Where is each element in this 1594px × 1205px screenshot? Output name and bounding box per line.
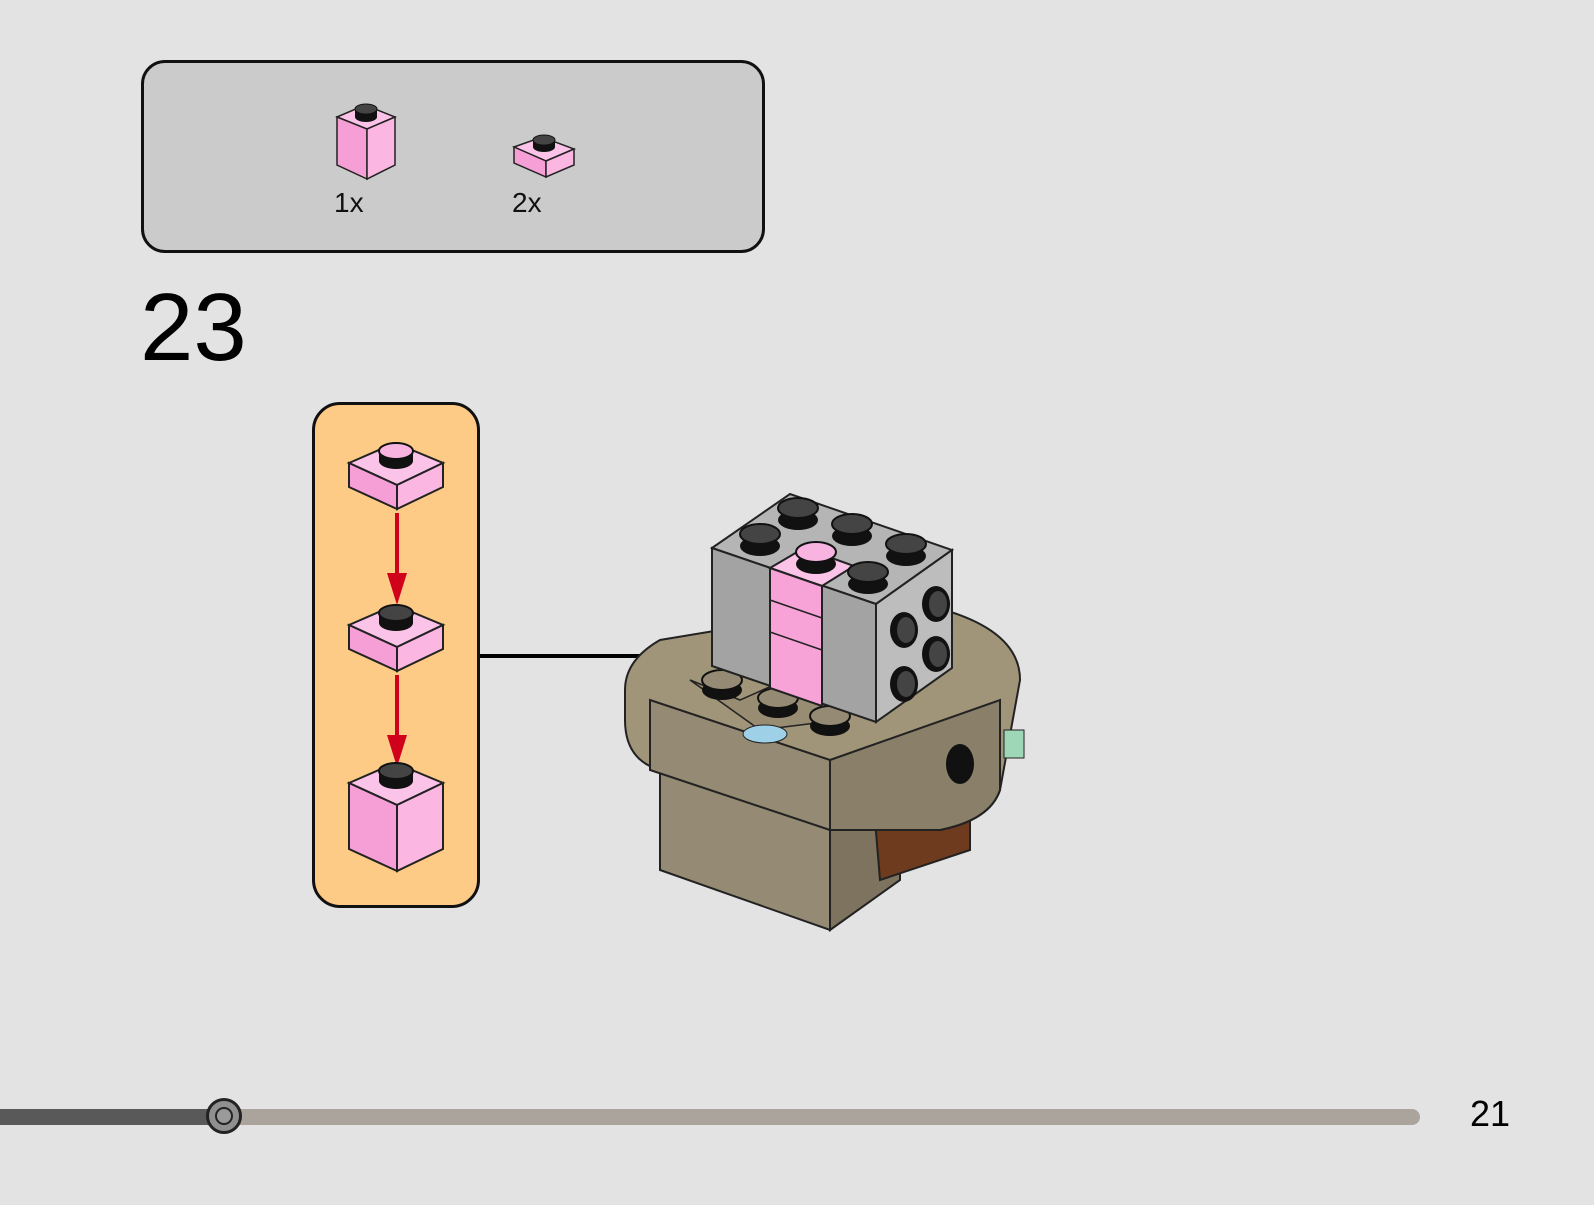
pink-plate-1x1-icon — [346, 441, 446, 511]
tan-studs — [701, 669, 974, 784]
part-qty-plate: 2x — [512, 187, 542, 218]
progress-track — [0, 1109, 1420, 1125]
sub-assembly-callout — [312, 402, 480, 908]
gray-side-studs — [890, 586, 950, 702]
progress-knob[interactable] — [206, 1098, 243, 1134]
pink-plate-1x1-icon — [346, 603, 446, 673]
pink-plate-1x1-icon — [510, 131, 578, 183]
red-arrow-down-icon — [387, 513, 407, 605]
step-number: 23 — [140, 274, 247, 381]
page-number: 21 — [1469, 1093, 1510, 1134]
red-arrow-down-icon — [387, 675, 407, 767]
part-qty-brick: 1x — [334, 187, 364, 218]
pink-brick-1x1-icon — [346, 761, 446, 873]
parts-list-box: 1x 2x — [141, 60, 765, 253]
pink-brick-1x1-icon — [333, 103, 399, 183]
progress-fill — [0, 1109, 225, 1125]
progress-bar — [0, 1098, 1420, 1134]
gray-top-studs — [739, 497, 927, 594]
